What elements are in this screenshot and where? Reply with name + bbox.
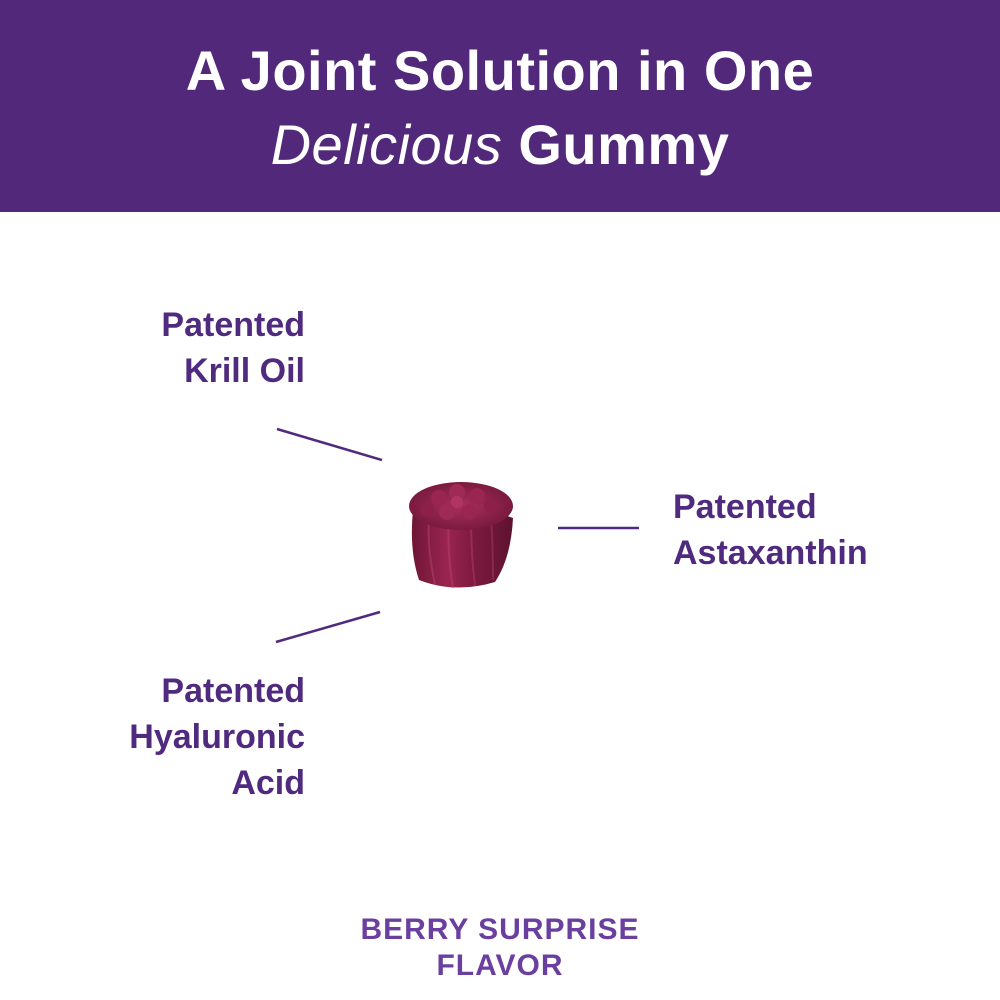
flavor-line-1: BERRY SURPRISE	[360, 913, 640, 946]
callout-line-hyaluronic	[275, 610, 381, 644]
ingredient-label-line: Krill Oil	[184, 352, 305, 390]
ingredient-label-line: Patented	[161, 306, 305, 344]
header-banner: A Joint Solution in One Delicious Gummy	[0, 0, 1000, 212]
headline-bold-word: Gummy	[518, 113, 730, 176]
ingredient-label-line: Astaxanthin	[673, 534, 868, 572]
ingredient-hyaluronic-acid: Patented Hyaluronic Acid	[40, 668, 305, 806]
headline-line-2: Delicious Gummy	[0, 112, 1000, 177]
berry-gummy-icon	[409, 482, 513, 589]
ingredient-krill-oil: Patented Krill Oil	[60, 302, 305, 394]
callout-line-krill	[276, 427, 383, 462]
headline-line-1: A Joint Solution in One	[185, 39, 815, 102]
ingredient-label-line: Patented	[161, 672, 305, 710]
flavor-caption: BERRY SURPRISE FLAVOR	[300, 912, 700, 984]
ingredient-astaxanthin: Patented Astaxanthin	[673, 484, 973, 576]
ingredient-label-line: Hyaluronic	[129, 718, 305, 756]
flavor-line-2: FLAVOR	[436, 949, 564, 982]
ingredient-label-line: Patented	[673, 488, 817, 526]
ingredient-label-line: Acid	[231, 764, 305, 802]
headline-italic-word: Delicious	[270, 113, 503, 176]
